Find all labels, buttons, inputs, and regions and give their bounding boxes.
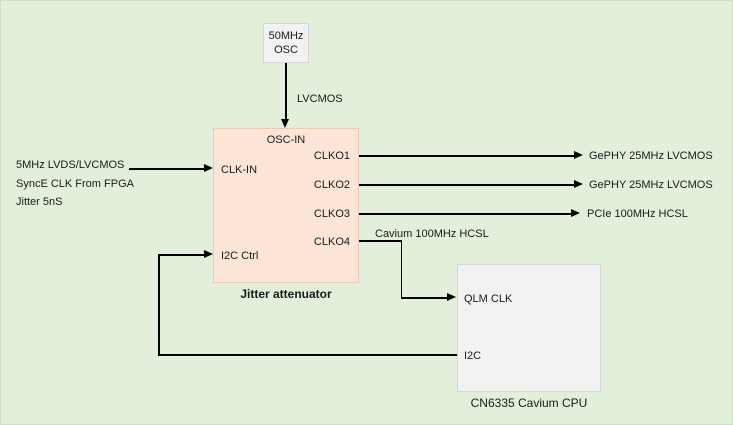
port-clko3: CLKO3 — [313, 208, 350, 220]
input-note-line2: SyncE CLK From FPGA — [16, 177, 134, 190]
arrow-right-icon — [204, 164, 213, 172]
jitter-attenuator-block: OSC-IN CLK-IN CLKO1 CLKO2 CLKO3 CLKO4 I2… — [213, 128, 359, 283]
jitter-attenuator-caption: Jitter attenuator — [240, 287, 332, 301]
clk-in-wire — [129, 168, 205, 170]
arrow-right-icon — [574, 180, 583, 188]
arrow-right-icon — [571, 209, 580, 217]
cavium-cpu-block: QLM CLK I2C — [457, 264, 601, 392]
input-note-line3: Jitter 5nS — [16, 196, 63, 208]
port-clko1: CLKO1 — [313, 150, 350, 162]
osc-label-line2: OSC — [274, 44, 298, 56]
osc-block: 50MHz OSC — [263, 23, 309, 63]
port-osc-in: OSC-IN — [266, 134, 306, 146]
osc-wire — [285, 63, 287, 120]
arrow-right-icon — [574, 151, 583, 159]
i2c-wire-h2 — [158, 254, 205, 256]
port-i2c-ctrl: I2C Ctrl — [221, 250, 259, 262]
arrow-right-icon — [204, 250, 213, 258]
arrow-right-icon — [447, 293, 456, 301]
clko4-output-label: Cavium 100MHz HCSL — [375, 228, 489, 240]
clko4-wire-h1 — [359, 240, 402, 242]
cavium-cpu-caption: CN6335 Cavium CPU — [470, 396, 588, 410]
osc-wire-label: LVCMOS — [297, 93, 343, 105]
port-clk-in: CLK-IN — [221, 164, 258, 176]
clko2-output-label: GePHY 25MHz LVCMOS — [589, 179, 713, 191]
port-clko2: CLKO2 — [313, 179, 350, 191]
i2c-wire-v — [158, 254, 160, 355]
arrow-down-icon — [281, 119, 289, 128]
clko3-wire — [359, 213, 571, 215]
clko1-wire — [359, 155, 574, 157]
clko2-wire — [359, 184, 574, 186]
port-qlm-clk: QLM CLK — [464, 293, 513, 305]
input-note-line1: 5MHz LVDS/LVCMOS — [16, 159, 125, 171]
clko1-output-label: GePHY 25MHz LVCMOS — [589, 150, 713, 162]
clko3-output-label: PCIe 100MHz HCSL — [587, 208, 688, 220]
port-clko4: CLKO4 — [313, 236, 350, 248]
i2c-wire-h1 — [158, 354, 457, 356]
clko4-wire-v — [400, 240, 402, 298]
clko4-wire-h2 — [400, 297, 449, 299]
osc-label-line1: 50MHz — [268, 30, 304, 42]
input-note: 5MHz LVDS/LVCMOS SyncE CLK From FPGA Jit… — [16, 156, 134, 212]
port-i2c: I2C — [464, 350, 482, 362]
